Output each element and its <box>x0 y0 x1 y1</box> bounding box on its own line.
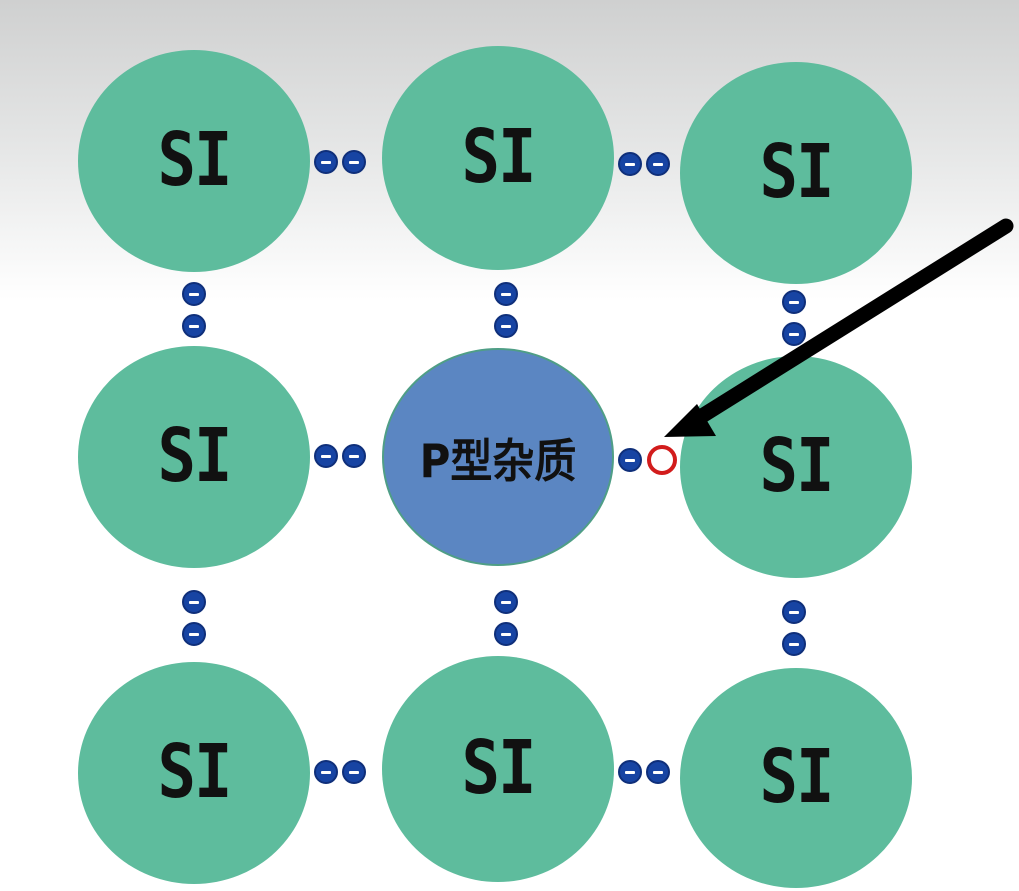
electron-icon <box>494 282 518 306</box>
impurity-atom-label: P型杂质 <box>419 433 577 488</box>
si-atom-r1c3: SI <box>680 62 912 284</box>
si-atom-r3c1: SI <box>78 662 310 884</box>
electron-icon <box>342 760 366 784</box>
electron-icon <box>314 150 338 174</box>
electron-icon <box>494 590 518 614</box>
arrow-head <box>664 404 716 437</box>
electron-icon <box>618 760 642 784</box>
electron-icon <box>618 448 642 472</box>
si-atom-label: SI <box>157 118 232 204</box>
electron-icon <box>646 152 670 176</box>
electron-icon <box>342 150 366 174</box>
si-atom-label: SI <box>157 730 232 816</box>
electron-icon <box>182 282 206 306</box>
electron-icon <box>646 760 670 784</box>
electron-icon <box>618 152 642 176</box>
si-atom-r3c3: SI <box>680 668 912 888</box>
p-type-impurity-atom: P型杂质 <box>382 348 614 566</box>
arrow-shaft <box>694 218 1014 424</box>
electron-icon <box>182 590 206 614</box>
si-atom-r1c1: SI <box>78 50 310 272</box>
electron-icon <box>782 632 806 656</box>
electron-icon <box>314 760 338 784</box>
si-atom-label: SI <box>759 424 834 510</box>
electron-icon <box>182 314 206 338</box>
hole-icon <box>647 445 677 475</box>
si-atom-label: SI <box>759 735 834 821</box>
si-atom-r1c2: SI <box>382 46 614 270</box>
si-atom-label: SI <box>461 726 536 812</box>
electron-icon <box>494 622 518 646</box>
electron-icon <box>494 314 518 338</box>
electron-icon <box>182 622 206 646</box>
si-atom-r2c1: SI <box>78 346 310 568</box>
si-atom-label: SI <box>157 414 232 500</box>
si-atom-r3c2: SI <box>382 656 614 882</box>
si-atom-r2c3: SI <box>680 356 912 578</box>
electron-icon <box>782 322 806 346</box>
si-atom-label: SI <box>461 115 536 201</box>
electron-icon <box>342 444 366 468</box>
electron-icon <box>314 444 338 468</box>
electron-icon <box>782 290 806 314</box>
si-atom-label: SI <box>759 130 834 216</box>
electron-icon <box>782 600 806 624</box>
